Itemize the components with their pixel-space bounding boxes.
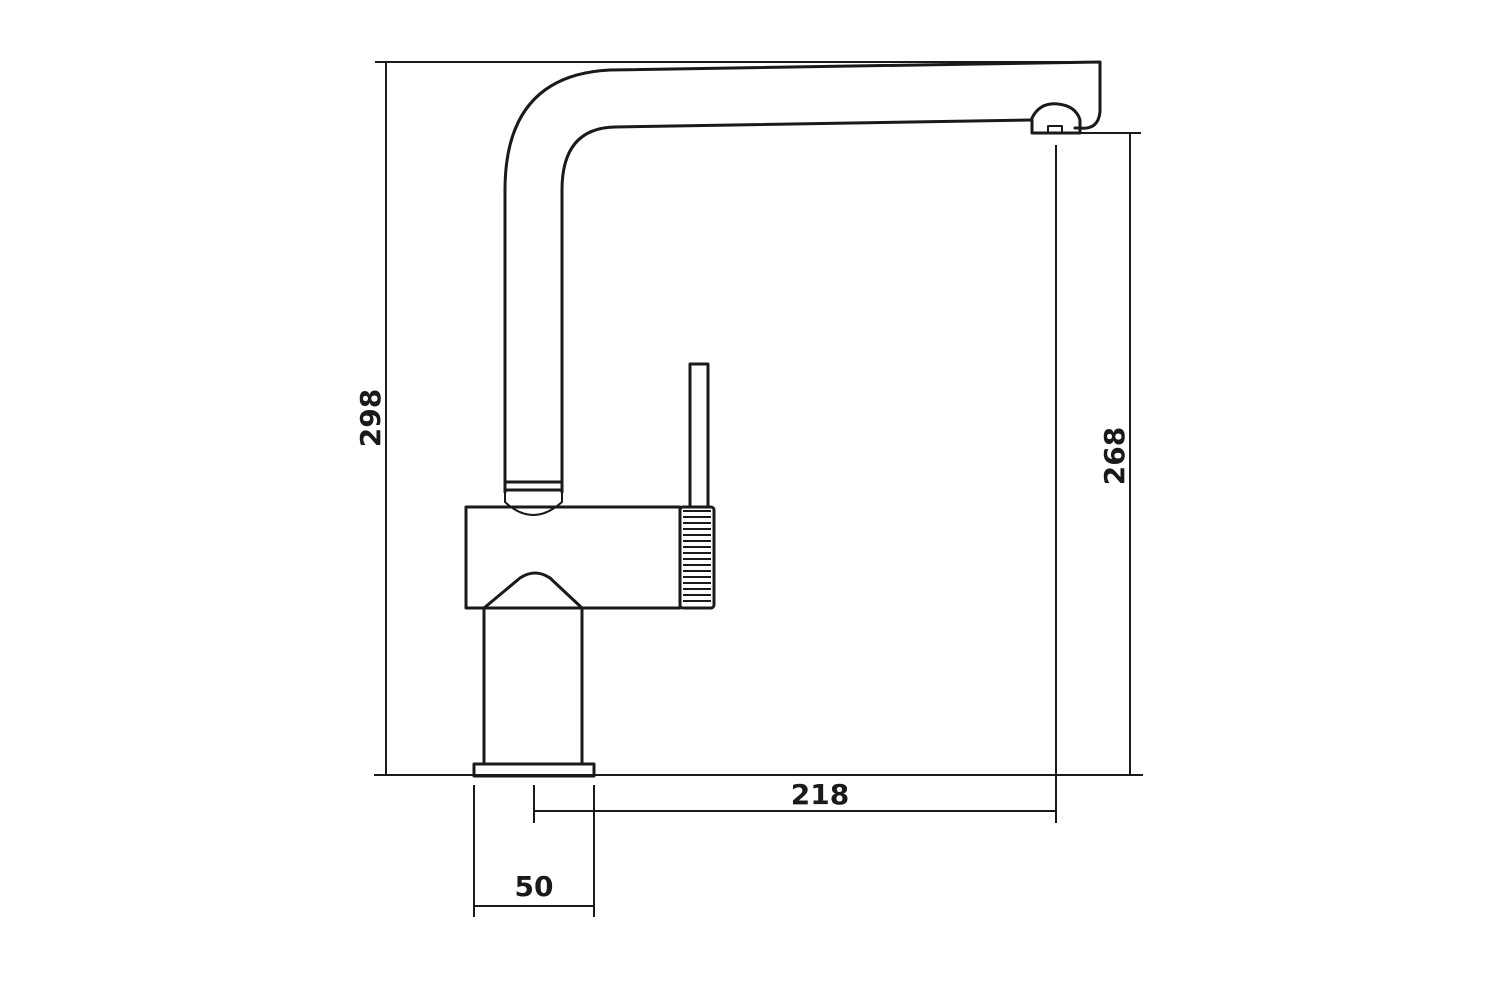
mixer-body (464, 505, 682, 610)
spout-inner-contour (560, 118, 1032, 494)
knob-knurling (683, 510, 711, 602)
spout-aerator (1030, 102, 1082, 135)
base-diameter-label: 50 (515, 870, 554, 903)
body-saddle (482, 571, 584, 610)
faucet-outline (464, 60, 1102, 778)
aerator-slot (1047, 125, 1063, 134)
reach-label: 218 (791, 778, 849, 811)
spout-base-curve (504, 491, 563, 516)
overall-height-label: 298 (354, 389, 387, 447)
clearance-height-label: 268 (1098, 427, 1131, 485)
lever-handle (688, 362, 710, 509)
dimension-lines: 298 268 218 50 (354, 61, 1143, 917)
spout-outer-contour (503, 60, 1102, 494)
